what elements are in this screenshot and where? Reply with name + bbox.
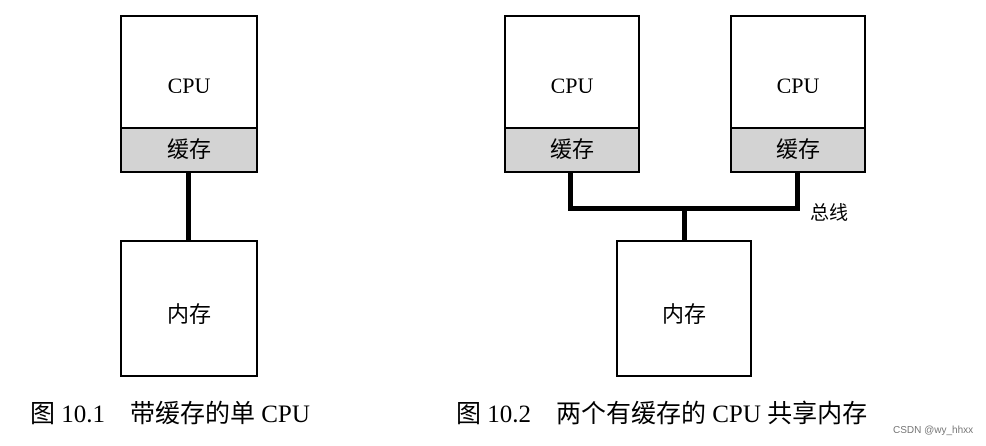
fig2-cpu-label-1: CPU <box>550 73 594 98</box>
watermark: CSDN @wy_hhxx <box>893 425 974 436</box>
fig2-bus-label: 总线 <box>810 202 849 224</box>
fig1-caption: 图 10.1 带缓存的单 CPU <box>30 401 310 428</box>
fig1-cpu-label: CPU <box>167 73 211 98</box>
fig2-cpu-label-2: CPU <box>776 73 820 98</box>
fig2-bus-drop-right <box>795 173 800 211</box>
fig2-memory-label: 内存 <box>661 302 706 327</box>
fig2-memory-box: 内存 <box>616 240 752 377</box>
fig2-cache-1: 缓存 <box>506 127 638 171</box>
fig2-caption: 图 10.2 两个有缓存的 CPU 共享内存 <box>456 401 868 428</box>
fig2-bus-drop-left <box>568 173 573 211</box>
fig2-bus-to-memory <box>682 206 687 242</box>
fig2-cpu-box-1: CPU 缓存 <box>504 15 640 173</box>
fig1-connector <box>186 173 191 242</box>
fig1-memory-box: 内存 <box>120 240 258 377</box>
fig1-cpu-box: CPU 缓存 <box>120 15 258 173</box>
fig2-cpu-box-2: CPU 缓存 <box>730 15 866 173</box>
fig1-memory-label: 内存 <box>166 302 211 327</box>
fig2-cache-2: 缓存 <box>732 127 864 171</box>
fig1-cache: 缓存 <box>122 127 256 171</box>
